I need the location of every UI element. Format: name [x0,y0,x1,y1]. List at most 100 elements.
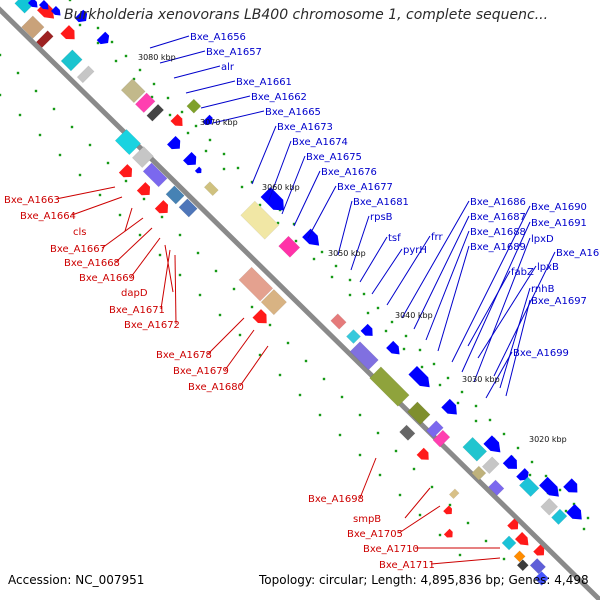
gene-label-bxe-a1711[interactable]: Bxe_A1711 [379,560,435,571]
title-corner-arrow-0 [27,0,38,8]
gene-label-fabz[interactable]: fabZ [511,267,534,278]
track-dot [460,390,464,394]
gene-label-bxe-a1686[interactable]: Bxe_A1686 [470,197,526,208]
gene-label-bxe-a1676[interactable]: Bxe_A1676 [321,167,377,178]
track-dot [218,313,222,317]
gene-label-bxe-a1690[interactable]: Bxe_A1690 [531,202,587,213]
gene-label-bxe-a1667[interactable]: Bxe_A1667 [50,244,106,255]
track-dot [582,527,586,531]
feature-arrow-44 [408,366,430,388]
gene-label-rnhb[interactable]: rnhB [531,284,555,295]
gene-label-lpxb[interactable]: lpxB [537,262,559,273]
track-dot [438,533,442,537]
leader-forward-bxe-a1697 [505,299,531,397]
track-dot [278,373,282,377]
feature-arrow-42 [360,323,373,336]
track-dot [78,173,82,177]
summary-text: Topology: circular; Length: 4,895,836 bp… [259,573,589,587]
feature-arrow-29 [302,228,320,246]
gene-label-bxe-a1674[interactable]: Bxe_A1674 [292,137,348,148]
gene-label-bxe-a1661[interactable]: Bxe_A1661 [236,77,292,88]
track-dot [232,287,236,291]
track-dot [378,473,382,477]
track-dot [418,348,422,352]
track-dot [376,306,380,310]
gene-label-bxe-a1664[interactable]: Bxe_A1664 [20,211,76,222]
gene-label-bxe-a1673[interactable]: Bxe_A1673 [277,122,333,133]
track-dot [390,320,394,324]
gene-label-bxe-a1680[interactable]: Bxe_A1680 [188,382,244,393]
feature-arrow-58 [563,478,578,493]
gene-label-bxe-a1671[interactable]: Bxe_A1671 [109,305,165,316]
gene-label-bxe-a1697[interactable]: Bxe_A1697 [531,296,587,307]
gene-label-bxe-a1665[interactable]: Bxe_A1665 [265,107,321,118]
gene-label-bxe-a1687[interactable]: Bxe_A1687 [470,212,526,223]
gene-label-rpsb[interactable]: rpsB [370,212,393,223]
gene-label-lpxd[interactable]: lpxD [531,234,554,245]
track-dot [250,180,254,184]
gene-label-bxe-a1672[interactable]: Bxe_A1672 [124,320,180,331]
gene-label-bxe-a1663[interactable]: Bxe_A1663 [4,195,60,206]
gene-label-bxe-a1675[interactable]: Bxe_A1675 [306,152,362,163]
gene-label-bxe-a1677[interactable]: Bxe_A1677 [337,182,393,193]
gene-label-bxe-a1669[interactable]: Bxe_A1669 [79,273,135,284]
feature-block-46 [462,436,488,462]
feature-arrow-22 [154,200,169,214]
track-dot [98,193,102,197]
scale-label-3030: 3030 kbp [462,375,500,384]
track-dot [438,383,442,387]
gene-label-smpb[interactable]: smpB [353,514,381,525]
track-dot [448,503,452,507]
gene-label-tsf[interactable]: tsf [388,233,401,244]
leader-forward-alr [173,65,221,79]
gene-label-pyrh[interactable]: pyrH [403,245,427,256]
feature-block-18 [114,128,142,156]
gene-label-bxe-a1657[interactable]: Bxe_A1657 [206,47,262,58]
track-dot [238,333,242,337]
gene-label-bxe-a1698[interactable]: Bxe_A1698 [308,494,364,505]
track-dot [348,293,352,297]
track-dot [430,485,434,489]
gene-label-bxe-a1656[interactable]: Bxe_A1656 [190,32,246,43]
track-dot [160,215,164,219]
track-dot [292,222,296,226]
gene-label-bxe-a1705[interactable]: Bxe_A1705 [347,529,403,540]
feature-block-59 [399,424,416,441]
track-dot [420,365,424,369]
track-dot [484,539,488,543]
gene-label-bxe-a1688[interactable]: Bxe_A1688 [470,227,526,238]
feature-arrow-4 [96,31,110,45]
leader-forward-bxe-a1665 [212,110,265,124]
gene-label-bxe-a1694[interactable]: Bxe_A1694 [556,248,600,259]
gene-label-bxe-a1668[interactable]: Bxe_A1668 [64,258,120,269]
track-dot [166,96,170,100]
track-dot [466,521,470,525]
track-dot [52,107,56,111]
gene-label-alr[interactable]: alr [221,62,235,73]
gene-label-bxe-a1699[interactable]: Bxe_A1699 [513,348,569,359]
feature-arrow-34 [252,309,267,324]
gene-label-bxe-a1710[interactable]: Bxe_A1710 [363,544,419,555]
feature-block-23 [142,162,168,188]
leader-reverse-bxe-a1711 [430,557,501,565]
dot-track-inner-top [78,23,586,531]
gene-label-bxe-a1662[interactable]: Bxe_A1662 [251,92,307,103]
gene-label-dapd[interactable]: dapD [121,288,148,299]
gene-label-bxe-a1681[interactable]: Bxe_A1681 [353,197,409,208]
track-dot [304,359,308,363]
track-dot [16,71,20,75]
scale-label-3060: 3060 kbp [262,183,300,192]
leader-reverse-bxe-a1669 [130,237,161,278]
feature-block-35 [330,313,347,330]
gene-label-cls[interactable]: cls [73,227,87,238]
gene-label-bxe-a1678[interactable]: Bxe_A1678 [156,350,212,361]
leader-reverse-smpb [404,487,431,519]
gene-label-frr[interactable]: frr [431,232,443,243]
track-dot [474,404,478,408]
gene-label-bxe-a1691[interactable]: Bxe_A1691 [531,218,587,229]
gene-label-bxe-a1689[interactable]: Bxe_A1689 [470,242,526,253]
feature-block-67 [501,535,517,551]
leader-forward-bxe-a1694 [493,251,556,377]
gene-label-bxe-a1679[interactable]: Bxe_A1679 [173,366,229,377]
